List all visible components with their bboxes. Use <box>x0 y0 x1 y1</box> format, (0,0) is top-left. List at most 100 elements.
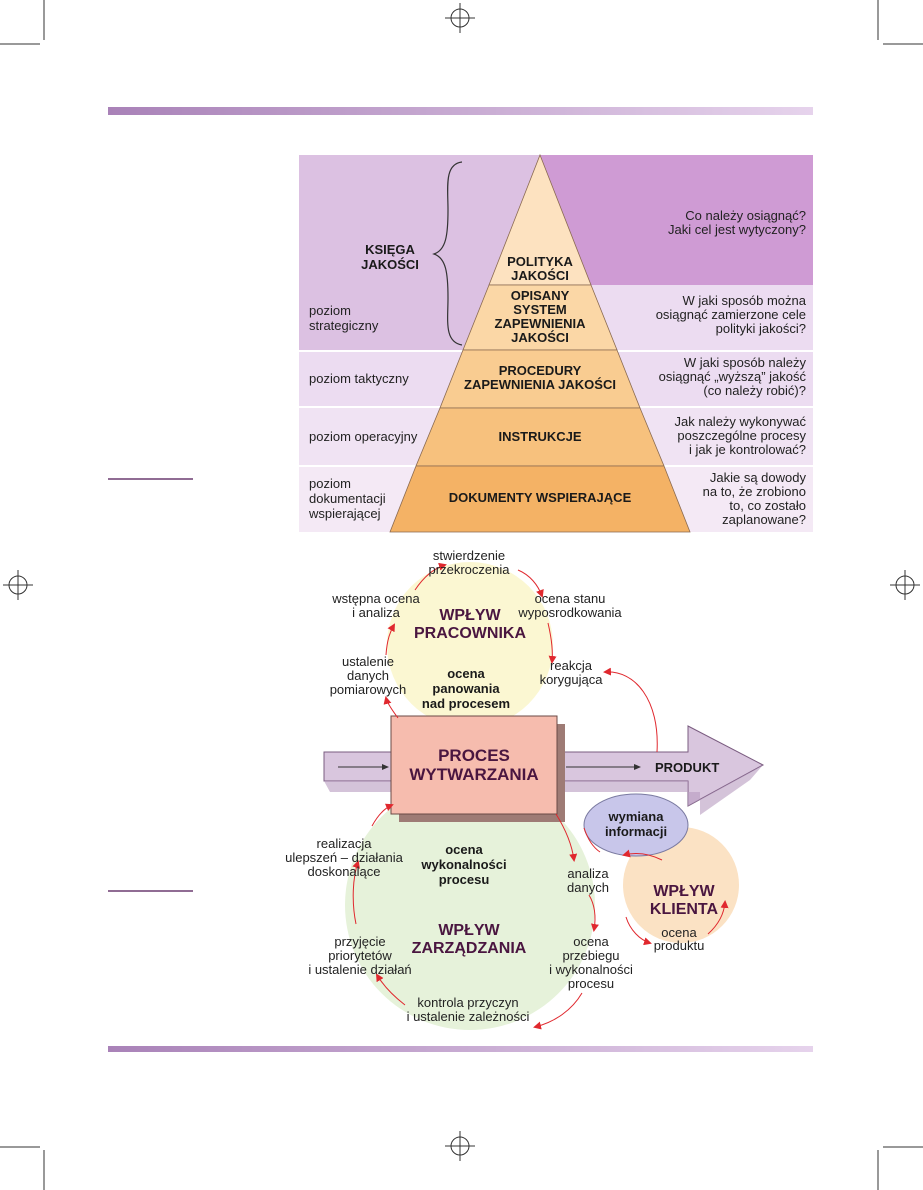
policy-question: Co należy osiągnąć?Jaki cel jest wytyczo… <box>668 208 806 237</box>
book-brace <box>432 161 463 346</box>
mCenter-line: procesu <box>439 872 490 887</box>
left2-line: poziom operacyjny <box>309 429 418 444</box>
pyramid-level-documents <box>389 465 691 533</box>
ws3-line: danych <box>347 668 389 683</box>
ws0-line: stwierdzenie <box>433 548 505 563</box>
left3-line: poziom <box>309 476 351 491</box>
ws2-line: korygująca <box>540 672 604 687</box>
proc-line: WYTWARZANIA <box>409 765 538 784</box>
ms4-line: realizacja <box>317 836 373 851</box>
lvl0-line: JAKOŚCI <box>511 268 569 283</box>
ms0-line: danych <box>567 880 609 895</box>
wCenter-line: nad procesem <box>422 696 510 711</box>
ms1-line: i wykonalności <box>549 962 633 977</box>
ws2-line: reakcja <box>550 658 593 673</box>
mTitle-line: WPŁYW <box>438 922 500 939</box>
bottom-band <box>108 1046 813 1052</box>
ms3-line: i ustalenie działań <box>308 962 411 977</box>
ms3-line: przyjęcie <box>334 934 385 949</box>
q4-line: Jakie są dowody <box>710 470 807 485</box>
q2-line: W jaki sposób należy <box>684 355 807 370</box>
worker-circle <box>387 562 553 728</box>
lvl3-line: INSTRUKCJE <box>498 429 581 444</box>
info-exchange-ellipse <box>583 793 689 857</box>
mTitle-line: ZARZĄDZANIA <box>412 940 527 957</box>
q0-line: Co należy osiągnąć? <box>685 208 806 223</box>
cStep-line: ocena <box>661 925 697 940</box>
tactical-level-label: poziom taktyczny <box>309 371 409 386</box>
ws3-line: pomiarowych <box>330 682 407 697</box>
cStep-line: produktu <box>654 938 705 953</box>
top-band <box>108 107 813 115</box>
mCenter-line: ocena <box>445 842 483 857</box>
left1-line: poziom taktyczny <box>309 371 409 386</box>
q3-line: i jak je kontrolować? <box>689 442 806 457</box>
ws0-line: przekroczenia <box>429 562 511 577</box>
ms2-line: i ustalenie zależności <box>407 1009 530 1024</box>
process-box <box>390 715 558 815</box>
q0-line: Jaki cel jest wytyczony? <box>668 222 806 237</box>
lvl0-line: POLITYKA <box>507 254 573 269</box>
management-circle <box>345 780 595 1030</box>
lvl1-line: JAKOŚCI <box>511 330 569 345</box>
ms4-line: doskonalące <box>308 864 381 879</box>
management-cycle-arrows <box>352 803 729 1030</box>
ws1-line: wyposrodkowania <box>517 605 622 620</box>
wCenter-line: panowania <box>432 681 500 696</box>
info-line: informacji <box>605 824 667 839</box>
q3-line: Jak należy wykonywać <box>675 414 807 429</box>
instructions-label: INSTRUKCJE <box>498 429 581 444</box>
ws1-line: ocena stanu <box>535 591 606 606</box>
q4-line: na to, że zrobiono <box>703 484 806 499</box>
cTitle-line: KLIENTA <box>650 901 719 918</box>
worker-cycle-arrows <box>383 562 658 753</box>
documents-label: DOKUMENTY WSPIERAJĄCE <box>449 490 632 505</box>
q4-line: zaplanowane? <box>722 512 806 527</box>
operational-level-label: poziom operacyjny <box>309 429 418 444</box>
wTitle-line: PRACOWNIKA <box>414 625 526 642</box>
wTitle-line: WPŁYW <box>439 607 501 624</box>
lvl2-line: ZAPEWNIENIA JAKOŚCI <box>464 377 616 392</box>
left3-line: wspierającej <box>308 506 381 521</box>
proc-line: PROCES <box>438 746 510 765</box>
book-line: KSIĘGA <box>365 242 415 257</box>
q1-line: osiągnąć zamierzone cele <box>656 307 806 322</box>
ms4-line: ulepszeń – działania <box>285 850 404 865</box>
book-line: JAKOŚCI <box>361 257 419 272</box>
left0-line: poziom <box>309 303 351 318</box>
q3-line: poszczególne procesy <box>677 428 806 443</box>
ws4-line: wstępna ocena <box>331 591 420 606</box>
lvl1-line: OPISANY <box>511 288 570 303</box>
q1-line: polityki jakości? <box>716 321 806 336</box>
ws4-line: i analiza <box>352 605 400 620</box>
q2-line: (co należy robić)? <box>703 383 806 398</box>
product-line: PRODUKT <box>655 760 719 775</box>
mCenter-line: wykonalności <box>420 857 506 872</box>
q1-line: W jaki sposób można <box>682 293 806 308</box>
q2-line: osiągnąć „wyższą” jakość <box>659 369 807 384</box>
